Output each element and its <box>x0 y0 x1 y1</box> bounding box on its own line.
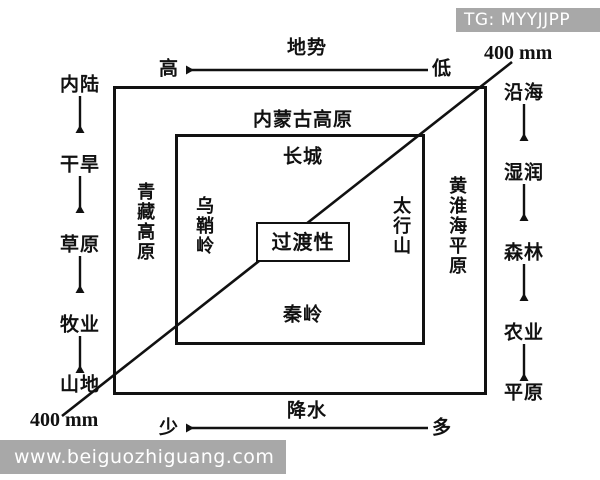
inner-bottom-inside-label: 秦岭 <box>282 303 324 326</box>
precipitation-axis-name: 降水 <box>286 399 328 422</box>
inner-above-top-label: 内蒙古高原 <box>252 108 354 131</box>
inner-boundary-rect <box>175 134 425 345</box>
right-chain-item-2: 森林 <box>503 241 545 264</box>
telegram-watermark-badge: TG: MYYJJPP <box>456 8 600 32</box>
inner-right-vertical-label: 太行山 <box>390 196 412 256</box>
left-chain-item-1: 干旱 <box>59 153 101 176</box>
precipitation-axis-left-end: 少 <box>158 416 180 439</box>
outer-left-vertical-label: 青藏高原 <box>134 182 156 262</box>
left-chain-item-3: 牧业 <box>59 313 101 336</box>
precipitation-axis-right-end: 多 <box>431 416 453 439</box>
transition-chip-box <box>256 222 350 262</box>
right-chain-item-0: 沿海 <box>503 81 545 104</box>
relief-axis-name: 地势 <box>286 36 328 59</box>
relief-axis-left-end: 高 <box>158 57 180 80</box>
right-chain-item-3: 农业 <box>503 321 545 344</box>
right-chain-item-1: 湿润 <box>503 161 545 184</box>
outer-boundary-rect <box>113 86 487 395</box>
inner-left-vertical-label: 乌鞘岭 <box>193 196 215 256</box>
site-watermark: www.beiguozhiguang.com <box>0 440 286 474</box>
isohyet-label-bottom: 400 mm <box>30 409 99 431</box>
left-chain-item-0: 内陆 <box>59 73 101 96</box>
inner-top-inside-label: 长城 <box>282 145 324 168</box>
outer-right-vertical-label: 黄淮海平原 <box>446 176 468 276</box>
relief-axis-right-end: 低 <box>431 57 453 80</box>
left-chain-item-4: 山地 <box>59 373 101 396</box>
left-chain-item-2: 草原 <box>59 233 101 256</box>
right-chain-item-4: 平原 <box>503 381 545 404</box>
isohyet-label-top: 400 mm <box>484 42 553 64</box>
transition-chip-label: 过渡性 <box>271 230 335 254</box>
